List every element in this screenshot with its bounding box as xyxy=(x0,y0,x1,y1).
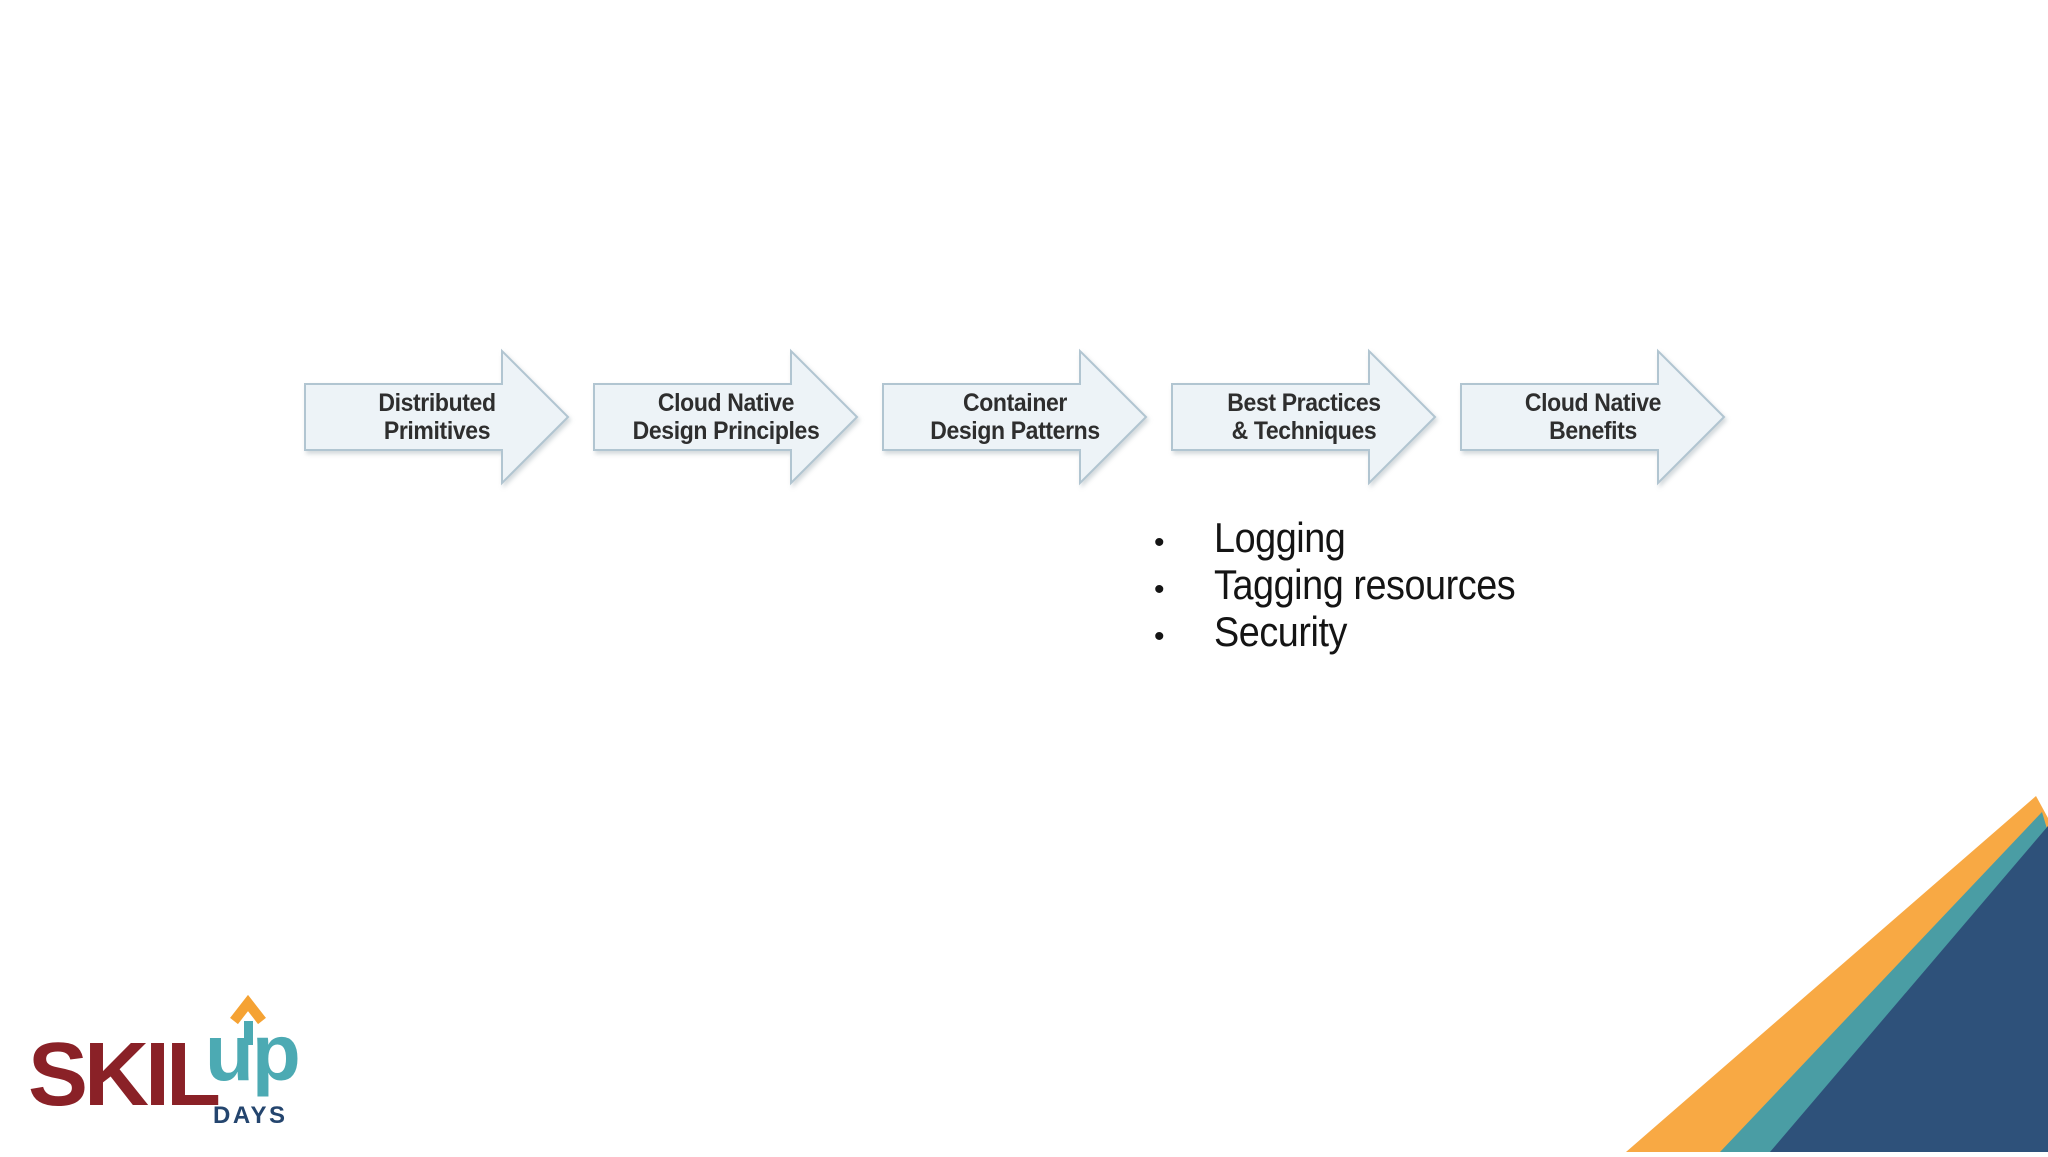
right-arrow-shape xyxy=(593,348,859,486)
flow-step-cloud-native-design-principles: Cloud Native Design Principles xyxy=(593,348,859,486)
flow-step-container-design-patterns: Container Design Patterns xyxy=(882,348,1148,486)
bullet-dot: • xyxy=(1154,573,1165,606)
logo-word-skil: SKIL xyxy=(28,1025,219,1125)
flow-step-best-practices-techniques: Best Practices & Techniques xyxy=(1171,348,1437,486)
bullet-label-logging: Logging xyxy=(1214,514,1346,561)
flow-step-cloud-native-benefits: Cloud Native Benefits xyxy=(1460,348,1726,486)
skilup-days-logo: SKIL up DAYS xyxy=(0,977,340,1152)
right-arrow-shape xyxy=(304,348,570,486)
bullet-label-security: Security xyxy=(1214,608,1347,655)
up-arrow-icon xyxy=(230,994,266,1025)
right-arrow-shape xyxy=(882,348,1148,486)
flow-step-distributed-primitives: Distributed Primitives xyxy=(304,348,570,486)
bullet-list: • Logging • Tagging resources • Security xyxy=(1150,514,1549,655)
bullet-dot: • xyxy=(1154,620,1165,653)
bullet-dot: • xyxy=(1154,526,1165,559)
bullet-item: • Security xyxy=(1150,608,1549,655)
right-arrow-shape xyxy=(1171,348,1437,486)
right-arrow-shape xyxy=(1460,348,1726,486)
bullet-item: • Tagging resources xyxy=(1150,561,1549,608)
bullet-label-tagging-resources: Tagging resources xyxy=(1214,561,1516,608)
bullet-item: • Logging xyxy=(1150,514,1549,561)
skilup-days-logo-graphic: SKIL up DAYS xyxy=(28,994,301,1129)
logo-word-days: DAYS xyxy=(213,1102,287,1129)
logo-up-stem xyxy=(244,1021,253,1045)
